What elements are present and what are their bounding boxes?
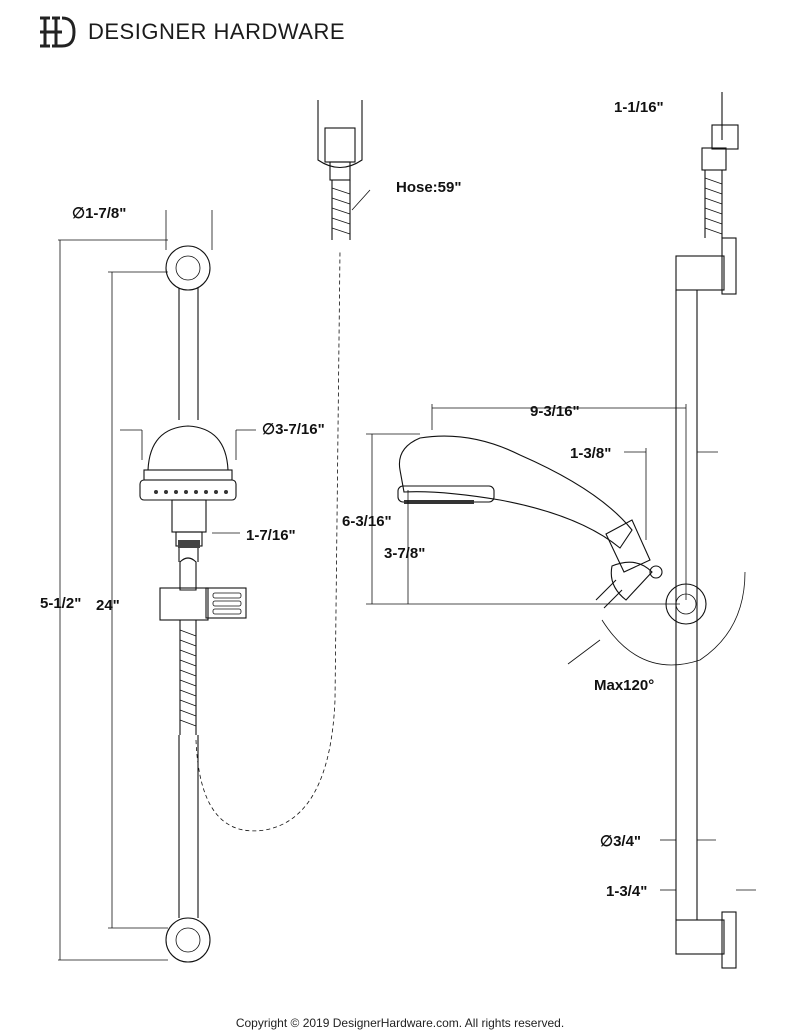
rotation-arc — [601, 571, 746, 666]
hose-left — [179, 620, 197, 735]
hose-length-label: Hose:59" — [396, 179, 461, 196]
tilt-angle-label: Max120° — [594, 677, 654, 694]
brand-name: DESIGNER HARDWARE — [88, 19, 346, 44]
hose-loop — [195, 249, 341, 832]
bar-offset-label: 1-3/4" — [606, 883, 647, 900]
side-bottom-bracket — [675, 919, 725, 955]
side-top-bracket — [675, 255, 725, 291]
height-total-label: 6-3/16" — [342, 513, 392, 530]
hand-shower-side — [397, 435, 663, 609]
height-lower-label: 3-7/8" — [384, 545, 425, 562]
side-top-hose — [701, 92, 739, 238]
hose-top — [317, 100, 371, 240]
bracket-diameter-label: ∅1-7/8" — [72, 205, 126, 222]
designer-hardware-logo — [40, 16, 76, 48]
bar-diameter-label: ∅3/4" — [600, 833, 641, 850]
top-cut-label: 1-1/16" — [614, 99, 664, 116]
bar-length-label: 24" — [96, 597, 120, 614]
shower-holder — [159, 557, 247, 621]
head-diameter-label: ∅3-7/16" — [262, 421, 325, 438]
neck-height-label: 1-7/16" — [246, 527, 296, 544]
copyright-footer: Copyright © 2019 DesignerHardware.com. A… — [235, 1016, 565, 1030]
header: DESIGNER HARDWARE — [36, 14, 345, 50]
top-bracket — [165, 245, 211, 291]
bottom-bracket — [165, 917, 211, 963]
hand-shower-head — [139, 425, 237, 548]
overall-height-label: 5-1/2" — [40, 595, 81, 612]
offset-label: 1-3/8" — [570, 445, 611, 462]
head-length-label: 9-3/16" — [530, 403, 580, 420]
